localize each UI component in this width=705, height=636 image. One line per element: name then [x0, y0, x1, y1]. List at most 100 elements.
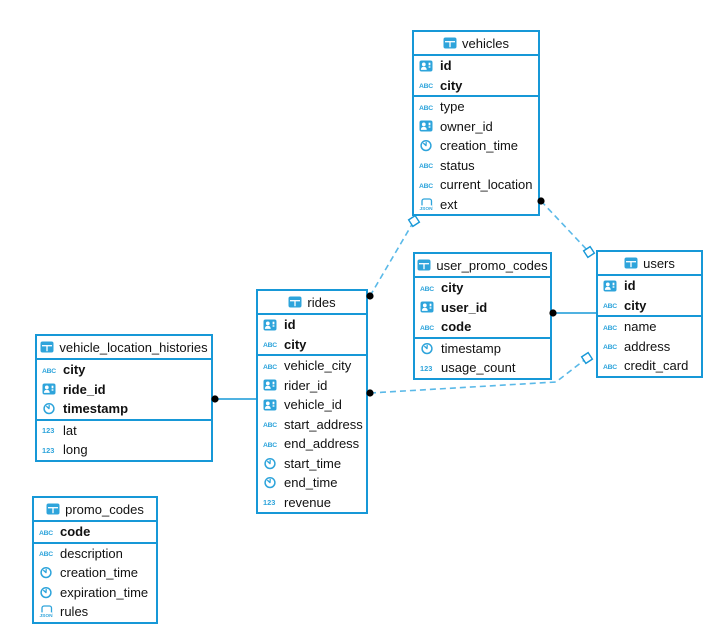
column-name: ride_id [63, 381, 106, 397]
column-row[interactable]: ride_id [37, 380, 211, 400]
table-user_promo_codes[interactable]: user_promo_codes ABC city user_id ABC co… [413, 252, 552, 380]
table-vehicle_location_histories[interactable]: vehicle_location_histories ABC city ride… [35, 334, 213, 462]
relationship-line[interactable] [369, 220, 415, 297]
clock-icon [40, 567, 52, 579]
svg-text:JSON: JSON [40, 613, 54, 618]
column-row[interactable]: id [598, 276, 701, 296]
column-row[interactable]: expiration_time [34, 583, 156, 603]
column-row[interactable]: JSON ext [414, 195, 538, 215]
column-row[interactable]: creation_time [34, 563, 156, 583]
column-name: rules [60, 604, 89, 620]
column-row[interactable]: ABC code [34, 522, 156, 542]
svg-text:JSON: JSON [420, 206, 434, 211]
svg-text:ABC: ABC [420, 325, 434, 332]
table-icon [40, 341, 54, 353]
column-row[interactable]: owner_id [414, 117, 538, 137]
svg-text:ABC: ABC [39, 530, 53, 537]
columns-section: 123 lat 123 long [37, 418, 211, 460]
svg-text:ABC: ABC [603, 303, 617, 310]
number-icon: 123 [42, 446, 54, 455]
json-icon: JSON [419, 198, 434, 211]
column-name: city [440, 77, 463, 93]
column-row[interactable]: 123 usage_count [415, 358, 550, 378]
relationship-line[interactable] [540, 200, 590, 253]
clock-icon [421, 342, 433, 354]
column-row[interactable]: ABC status [414, 156, 538, 176]
column-row[interactable]: user_id [415, 298, 550, 318]
column-row[interactable]: vehicle_id [258, 395, 366, 415]
svg-text:ABC: ABC [263, 364, 277, 371]
table-name: rides [307, 294, 336, 310]
user-icon [419, 60, 433, 72]
column-name: ext [440, 196, 458, 212]
column-row[interactable]: ABC vehicle_city [258, 356, 366, 376]
column-row[interactable]: timestamp [37, 399, 211, 419]
column-row[interactable]: ABC end_address [258, 434, 366, 454]
column-row[interactable]: ABC code [415, 317, 550, 337]
column-row[interactable]: 123 lat [37, 421, 211, 441]
table-users[interactable]: users id ABC city ABC name ABC [596, 250, 703, 378]
svg-text:ABC: ABC [419, 105, 433, 112]
table-icon [443, 37, 457, 49]
column-row[interactable]: 123 long [37, 440, 211, 460]
table-promo_codes[interactable]: promo_codes ABC code ABC description cre… [32, 496, 158, 624]
column-name: expiration_time [60, 584, 149, 600]
column-name: code [60, 524, 91, 540]
text-icon: ABC [603, 303, 618, 310]
column-row[interactable]: ABC city [37, 360, 211, 380]
column-row[interactable]: ABC start_address [258, 415, 366, 435]
svg-text:ABC: ABC [263, 342, 277, 349]
table-header[interactable]: rides [258, 291, 366, 315]
text-icon: ABC [263, 422, 278, 429]
primary-key-section: ABC code [34, 522, 156, 542]
primary-key-section: ABC city ride_id timestamp [37, 360, 211, 419]
column-row[interactable]: ABC city [414, 76, 538, 96]
svg-text:ABC: ABC [603, 364, 617, 371]
table-header[interactable]: user_promo_codes [415, 254, 550, 278]
text-icon: ABC [420, 286, 435, 293]
number-icon: 123 [420, 364, 432, 373]
column-row[interactable]: ABC name [598, 317, 701, 337]
column-row[interactable]: creation_time [414, 136, 538, 156]
text-icon: ABC [39, 551, 54, 558]
column-row[interactable]: ABC city [258, 335, 366, 355]
column-row[interactable]: start_time [258, 454, 366, 474]
user-icon [420, 301, 434, 313]
relationship-line[interactable] [369, 357, 588, 394]
column-row[interactable]: ABC current_location [414, 175, 538, 195]
column-row[interactable]: 123 revenue [258, 493, 366, 513]
column-name: code [441, 319, 472, 335]
table-header[interactable]: vehicles [414, 32, 538, 56]
column-row[interactable]: rider_id [258, 376, 366, 396]
column-row[interactable]: id [414, 56, 538, 76]
column-row[interactable]: id [258, 315, 366, 335]
column-row[interactable]: ABC description [34, 544, 156, 564]
svg-text:ABC: ABC [263, 422, 277, 429]
table-header[interactable]: promo_codes [34, 498, 156, 522]
table-name: users [643, 255, 675, 271]
primary-key-section: ABC city user_id ABC code [415, 278, 550, 337]
column-row[interactable]: JSON rules [34, 602, 156, 622]
svg-text:ABC: ABC [39, 551, 53, 558]
table-name: promo_codes [65, 501, 144, 517]
table-rides[interactable]: rides id ABC city ABC vehicle_city [256, 289, 368, 514]
column-row[interactable]: ABC city [415, 278, 550, 298]
column-row[interactable]: timestamp [415, 339, 550, 359]
column-name: timestamp [63, 401, 129, 417]
primary-key-section: id ABC city [258, 315, 366, 354]
column-name: lat [63, 422, 77, 438]
column-row[interactable]: ABC city [598, 296, 701, 316]
table-header[interactable]: vehicle_location_histories [37, 336, 211, 360]
text-icon: ABC [39, 530, 54, 537]
svg-text:ABC: ABC [419, 183, 433, 190]
table-header[interactable]: users [598, 252, 701, 276]
svg-text:123: 123 [263, 498, 275, 507]
column-row[interactable]: ABC type [414, 97, 538, 117]
table-vehicles[interactable]: vehicles id ABC city ABC type [412, 30, 540, 216]
column-row[interactable]: ABC credit_card [598, 356, 701, 376]
column-row[interactable]: end_time [258, 473, 366, 493]
column-row[interactable]: ABC address [598, 337, 701, 357]
columns-section: ABC name ABC address ABC credit_card [598, 315, 701, 376]
